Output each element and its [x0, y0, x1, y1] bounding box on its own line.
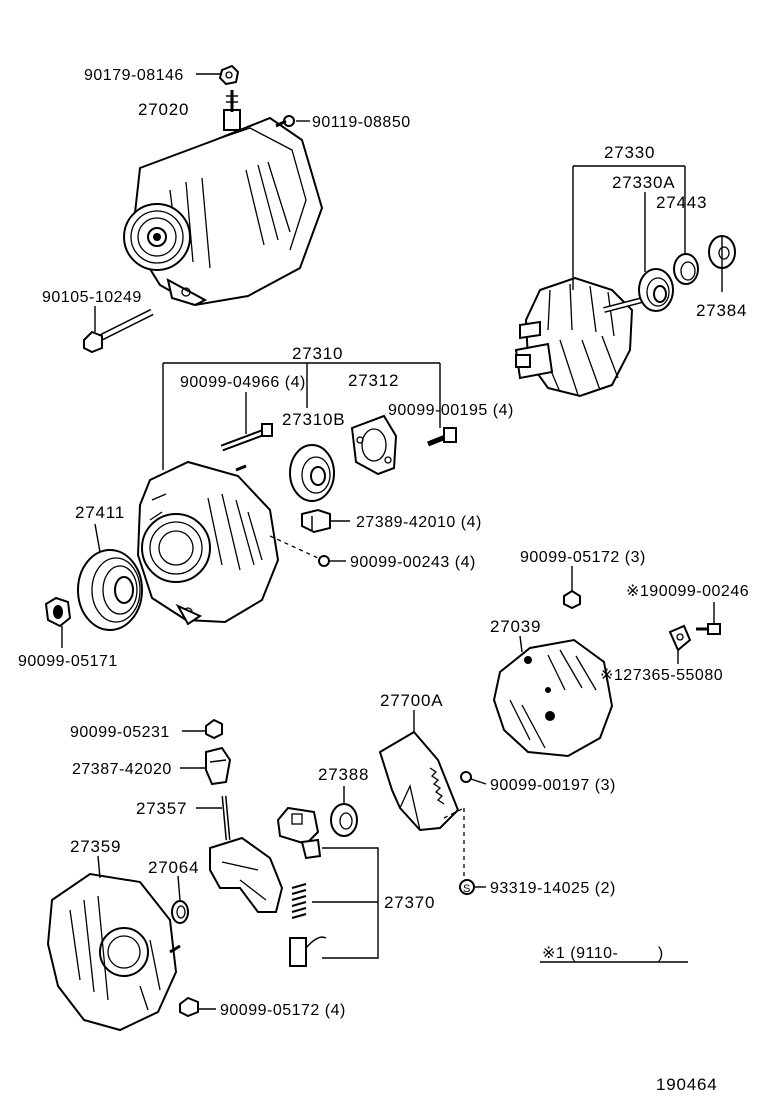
drive-end-frame-drawing	[136, 460, 280, 626]
nut-90099-05231-drawing	[205, 718, 223, 740]
label-27384: 27384	[696, 301, 747, 320]
regulator-27700a-drawing	[378, 730, 460, 832]
screw-90099-00195-drawing	[427, 427, 457, 447]
nut-90179-drawing	[218, 64, 240, 86]
screw-90099-00243-drawing	[318, 555, 330, 567]
label-27064: 27064	[148, 858, 199, 877]
alternator-assembly-drawing	[123, 90, 324, 307]
label-27312: 27312	[348, 371, 399, 390]
nut-90099-05171-drawing	[44, 596, 72, 628]
bolt-90105-drawing	[83, 308, 154, 354]
label-190099-00246: ※190099-00246	[626, 583, 749, 600]
bolt-90119-drawing	[275, 115, 295, 128]
label-90179-08146: 90179-08146	[84, 67, 184, 84]
label-90099-05172-4: 90099-05172 (4)	[220, 1002, 346, 1019]
drawing-number: 190464	[656, 1075, 718, 1094]
label-27388: 27388	[318, 765, 369, 784]
nut-90099-05172-3-drawing	[563, 589, 581, 610]
spring-drawing	[291, 882, 307, 920]
rear-cover-27039-drawing	[492, 638, 614, 758]
label-90099-00243: 90099-00243 (4)	[350, 554, 476, 571]
label-27359: 27359	[70, 837, 121, 856]
cover-27443-drawing	[673, 253, 699, 285]
label-27411: 27411	[75, 503, 125, 522]
plate-127365-drawing	[668, 624, 692, 652]
label-27310: 27310	[292, 344, 343, 363]
rear-frame-27359-drawing	[46, 872, 181, 1032]
label-27020: 27020	[138, 100, 189, 119]
bolt-190099-00246-drawing	[696, 623, 721, 635]
label-27387-42020: 27387-42020	[72, 761, 172, 778]
ring-27064-drawing	[171, 900, 189, 924]
note-serial-range: ※1 (9110- )	[542, 945, 664, 962]
label-27443: 27443	[656, 193, 707, 212]
nut-90099-05172-4-drawing	[179, 996, 199, 1018]
insulator-27389-drawing	[301, 508, 331, 534]
label-27039: 27039	[490, 617, 541, 636]
holder-27388-drawing	[330, 803, 358, 837]
screw-90099-00197-drawing	[460, 771, 487, 785]
label-90099-04966: 90099-04966 (4)	[180, 374, 306, 391]
label-27389-42010: 27389-42010 (4)	[356, 514, 482, 531]
label-27357: 27357	[136, 799, 187, 818]
svg-text:S: S	[463, 883, 470, 895]
terminal-27387-drawing	[205, 746, 232, 786]
plate-27312-drawing	[350, 414, 398, 476]
brush-drawing	[289, 936, 327, 967]
label-27310b: 27310B	[282, 410, 345, 429]
bolt-90099-04966-drawing	[220, 423, 273, 452]
screw-93319-drawing: S	[459, 879, 475, 895]
brush-holder-drawing	[276, 806, 322, 860]
label-27330: 27330	[604, 143, 655, 162]
label-90099-00195: 90099-00195 (4)	[388, 402, 514, 419]
label-90099-05171: 90099-05171	[18, 653, 118, 670]
label-90119-08850: 90119-08850	[312, 114, 411, 131]
label-27330a: 27330A	[612, 173, 675, 192]
rotor-drawing	[514, 276, 651, 398]
label-90105-10249: 90105-10249	[42, 289, 142, 306]
pulley-27411-drawing	[77, 549, 143, 631]
label-90099-05172-3: 90099-05172 (3)	[520, 549, 646, 566]
stud-27357-drawing	[209, 795, 284, 913]
label-90099-05231: 90099-05231	[70, 724, 170, 741]
label-127365-55080: ※127365-55080	[600, 667, 723, 684]
label-27700a: 27700A	[380, 691, 443, 710]
bearing-27310b-drawing	[289, 444, 335, 502]
bearing-27330a-drawing	[638, 268, 674, 312]
label-27370: 27370	[384, 893, 435, 912]
label-90099-00197: 90099-00197 (3)	[490, 777, 616, 794]
label-93319-14025: 93319-14025 (2)	[490, 880, 616, 897]
